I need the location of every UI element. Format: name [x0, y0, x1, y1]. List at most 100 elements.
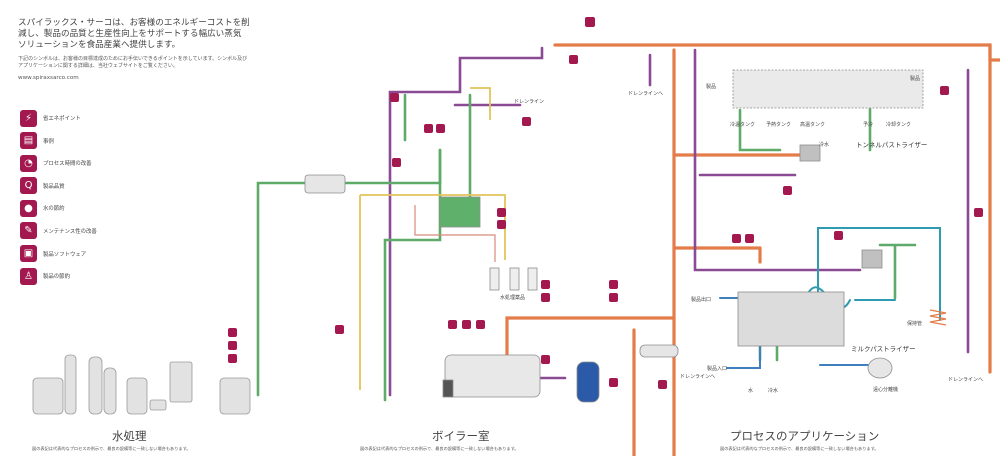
legend-item: ✎ メンテナンス性の改善: [20, 221, 140, 241]
badge-energy-icon-2: [436, 124, 445, 133]
label-drain-to-3: ドレンラインへ: [948, 377, 983, 383]
pump: [149, 399, 167, 411]
legend-item: ▤ 事例: [20, 131, 140, 151]
filter-tank: [126, 377, 148, 415]
badge-energy-icon-12: [974, 208, 983, 217]
label-drain-to-2: ドレンラインへ: [680, 374, 715, 380]
label-tunnel-pasteurizer: トンネルパストライザー: [856, 141, 927, 149]
badge-case-icon-4: [228, 341, 237, 350]
label-holding-tube: 保持管: [907, 320, 922, 327]
steam-boiler-outlet: [505, 316, 676, 362]
label-centrifuge: 遠心分離機: [873, 386, 898, 393]
badge-case-icon-8: [609, 293, 618, 302]
badge-energy-icon-8: [609, 280, 618, 289]
milk-control: [861, 249, 883, 269]
badge-energy-icon-1: [390, 93, 399, 102]
legend-label: 製品品質: [43, 183, 65, 190]
softener-column-3: [103, 367, 117, 415]
badge-case-icon-5: [448, 320, 457, 329]
intro-headline: スパイラックス・サーコは、お客様のエネルギーコストを削減し、製品の品質と生産性向…: [18, 18, 250, 50]
gas-line-top: [360, 194, 506, 260]
badge-case-icon-1: [522, 117, 531, 126]
label-product-top: 製品: [706, 83, 716, 90]
legend-label: メンテナンス性の改善: [43, 228, 97, 235]
label-product-outlet: 製品出口: [691, 296, 711, 303]
condensate-pipes: [388, 46, 970, 397]
intro-description: 下記のシンボルは、お客様の目標達成のためにお手伝いできるポイントを示しています。…: [18, 56, 248, 69]
water-treatment-equipment: [32, 354, 251, 415]
label-pre-cool: 予冷: [863, 121, 873, 128]
intro-block: スパイラックス・サーコは、お客様のエネルギーコストを削減し、製品の品質と生産性向…: [18, 18, 250, 84]
ro-unit: [169, 361, 193, 403]
chemical-pipes: [414, 205, 496, 262]
legend-item: ◔ プロセス時間の改善: [20, 153, 140, 173]
label-milk-pasteurizer: ミルクパストライザー: [851, 345, 916, 353]
legend-label: 水の節約: [43, 206, 65, 213]
feedwater-to-deaerator: [256, 181, 307, 397]
label-cold-water: 冷水: [819, 141, 829, 148]
condensate-return-main: [388, 46, 544, 397]
legend-label: プロセス時間の改善: [43, 161, 92, 168]
label-water: 水: [748, 387, 753, 394]
badge-case-icon-6: [462, 320, 471, 329]
badge-process-time-icon-2: [834, 231, 843, 240]
steam-main-right-end: [988, 43, 1000, 62]
centrifuge-body: [867, 357, 893, 379]
chem-tank-3: [527, 267, 538, 291]
section-note-process: 図の表記は代表的なプロセスの例示で、最良の設備等に一致しない場合もあります。: [720, 446, 879, 451]
legend-item: ♙ 製品の節約: [20, 266, 140, 286]
legend-label: 製品ソフトウェア: [43, 251, 87, 258]
maintenance-icon: ✎: [20, 222, 37, 240]
diagram-labels: ドレンライン ドレンラインへ 製品 製品 冷温タンク 予熱タンク 高温タンク 冷…: [500, 75, 983, 394]
badge-case-icon-2: [424, 124, 433, 133]
label-product-top-right: 製品: [910, 75, 920, 82]
website-link[interactable]: www.spiraxsarco.com: [18, 75, 79, 81]
badge-energy-icon-11: [783, 186, 792, 195]
legend-item: ● 水の節約: [20, 198, 140, 218]
badge-energy-icon-4: [228, 328, 237, 337]
label-high-temp-tank: 高温タンク: [800, 121, 825, 128]
feedwater-risers: [403, 93, 472, 202]
badge-maintenance-icon: [569, 55, 578, 64]
brine-tank: [32, 377, 64, 415]
badge-process-time-icon: [585, 17, 595, 27]
badge-maintenance-icon-2: [497, 208, 506, 217]
product-software-icon: ▣: [20, 245, 37, 263]
feedwater-deaerator-out: [343, 148, 442, 185]
legend-item: ▣ 製品ソフトウェア: [20, 244, 140, 264]
symbol-badges: [228, 17, 983, 389]
boiler-burner: [442, 379, 454, 398]
product-inlet-line: [726, 339, 761, 369]
product-pipes: [719, 297, 869, 369]
label-preheat-tank: 予熱タンク: [766, 121, 791, 128]
badge-energy-icon-7: [541, 355, 550, 364]
label-cooling-tank-2: 冷却タンク: [886, 121, 911, 128]
legend-label: 省エネポイント: [43, 116, 81, 122]
section-note-water-treatment: 図の表記は代表的なプロセスの例示で、最良の設備等に一致しない場合もあります。: [32, 446, 191, 451]
legend-item: Q 製品品質: [20, 176, 140, 196]
label-drain-to-1: ドレンラインへ: [628, 91, 663, 97]
cooler: [639, 344, 679, 358]
tunnel-control: [799, 144, 821, 162]
section-title-boiler-room: ボイラー室: [432, 429, 490, 443]
badge-energy-icon-3: [392, 158, 401, 167]
blowdown-panel: [439, 196, 481, 228]
case-study-icon: ▤: [20, 132, 37, 150]
process-equipment: [639, 69, 924, 379]
milk-green-loop: [878, 243, 917, 300]
holding-coil: [929, 309, 947, 326]
label-drain-line: ドレンライン: [514, 99, 544, 105]
badge-energy-icon-5: [335, 325, 344, 334]
gas-pipes: [359, 87, 506, 390]
symbol-legend: ⚡ 省エネポイント ▤ 事例 ◔ プロセス時間の改善 Q 製品品質 ● 水の節約…: [20, 108, 140, 289]
process-time-icon: ◔: [20, 154, 37, 172]
steam-boiler: [444, 354, 541, 398]
section-title-water-treatment: 水処理: [112, 429, 147, 443]
badge-case-icon-3: [497, 220, 506, 229]
product-saving-icon: ♙: [20, 267, 37, 285]
badge-case-icon-10: [732, 234, 741, 243]
product-quality-icon: Q: [20, 177, 37, 195]
label-cold-water-2: 冷水: [768, 387, 778, 394]
feedwater-to-boiler: [383, 148, 442, 402]
